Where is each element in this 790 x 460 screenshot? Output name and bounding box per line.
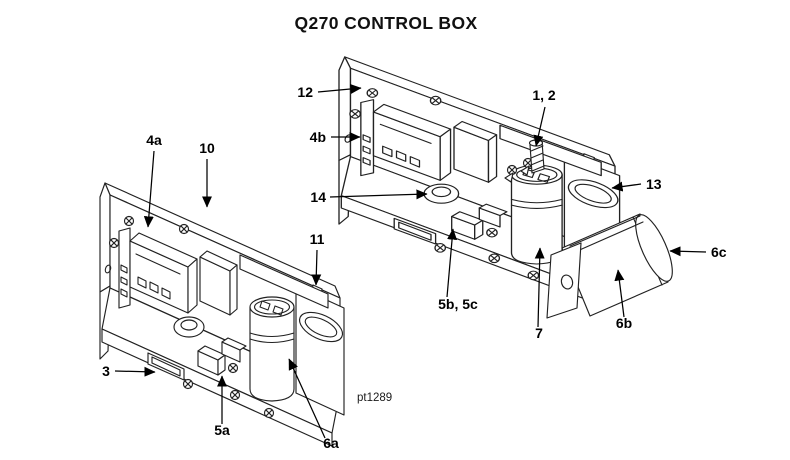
callout-11: 11 bbox=[310, 231, 325, 286]
callout-12-arrow bbox=[317, 84, 362, 94]
callout-12-label: 12 bbox=[297, 84, 313, 100]
terminal-pointer bbox=[520, 165, 530, 176]
callout-6b-label: 6b bbox=[616, 315, 632, 331]
callout-4a-arrow bbox=[143, 150, 155, 228]
callout-6a-label: 6a bbox=[323, 435, 339, 451]
capacitor-6b-strap bbox=[569, 215, 644, 253]
callout-13-label: 13 bbox=[646, 176, 662, 192]
callout-6a-arrow bbox=[288, 358, 326, 439]
bracket-hole bbox=[560, 274, 574, 290]
page-title: Q270 CONTROL BOX bbox=[294, 13, 477, 33]
callout-7: 7 bbox=[534, 247, 545, 341]
callout-10: 10 bbox=[199, 140, 215, 208]
callout-4b-label: 4b bbox=[310, 129, 326, 145]
callout-14: 14 bbox=[310, 189, 428, 205]
callout-1-2: 1, 2 bbox=[532, 87, 556, 147]
left-box-view bbox=[100, 183, 347, 446]
callout-4a-label: 4a bbox=[146, 132, 162, 148]
callout-4b: 4b bbox=[310, 129, 361, 145]
figure-code: pt1289 bbox=[357, 392, 392, 404]
callouts: 4a 10 12 4b 1, 2 14 11 13 bbox=[102, 84, 727, 451]
stud-hatching bbox=[530, 145, 545, 172]
callout-5b-5c-label: 5b, 5c bbox=[438, 296, 478, 312]
callout-6a: 6a bbox=[288, 358, 339, 451]
callout-13-arrow bbox=[611, 181, 642, 192]
external-capacitor-assembly bbox=[546, 213, 673, 319]
terminal-pointer bbox=[504, 172, 514, 183]
callout-4a: 4a bbox=[143, 132, 162, 228]
callout-3: 3 bbox=[102, 363, 156, 379]
callout-6c-arrow bbox=[669, 246, 707, 257]
callout-6c-label: 6c bbox=[711, 244, 727, 260]
callout-1-2-arrow bbox=[533, 106, 546, 147]
callout-5a: 5a bbox=[214, 375, 230, 438]
callout-7-arrow bbox=[534, 247, 545, 328]
callout-6b-arrow bbox=[614, 269, 625, 318]
callout-6b: 6b bbox=[614, 269, 632, 331]
callout-14-arrow bbox=[329, 189, 428, 200]
callout-13: 13 bbox=[611, 176, 662, 192]
callout-3-label: 3 bbox=[102, 363, 110, 379]
callout-11-label: 11 bbox=[310, 231, 325, 247]
callout-5b-5c: 5b, 5c bbox=[438, 228, 478, 312]
callout-3-arrow bbox=[114, 366, 156, 377]
callout-12: 12 bbox=[297, 84, 362, 100]
callout-6c: 6c bbox=[669, 244, 727, 260]
callout-11-arrow bbox=[311, 249, 322, 286]
callout-5a-label: 5a bbox=[214, 422, 230, 438]
callout-5b-5c-arrow bbox=[446, 228, 458, 298]
callout-14-label: 14 bbox=[310, 189, 326, 205]
capacitor-6b-end-cap bbox=[635, 214, 673, 282]
callout-10-label: 10 bbox=[199, 140, 215, 156]
callout-7-label: 7 bbox=[535, 325, 543, 341]
callout-1-2-label: 1, 2 bbox=[532, 87, 556, 103]
